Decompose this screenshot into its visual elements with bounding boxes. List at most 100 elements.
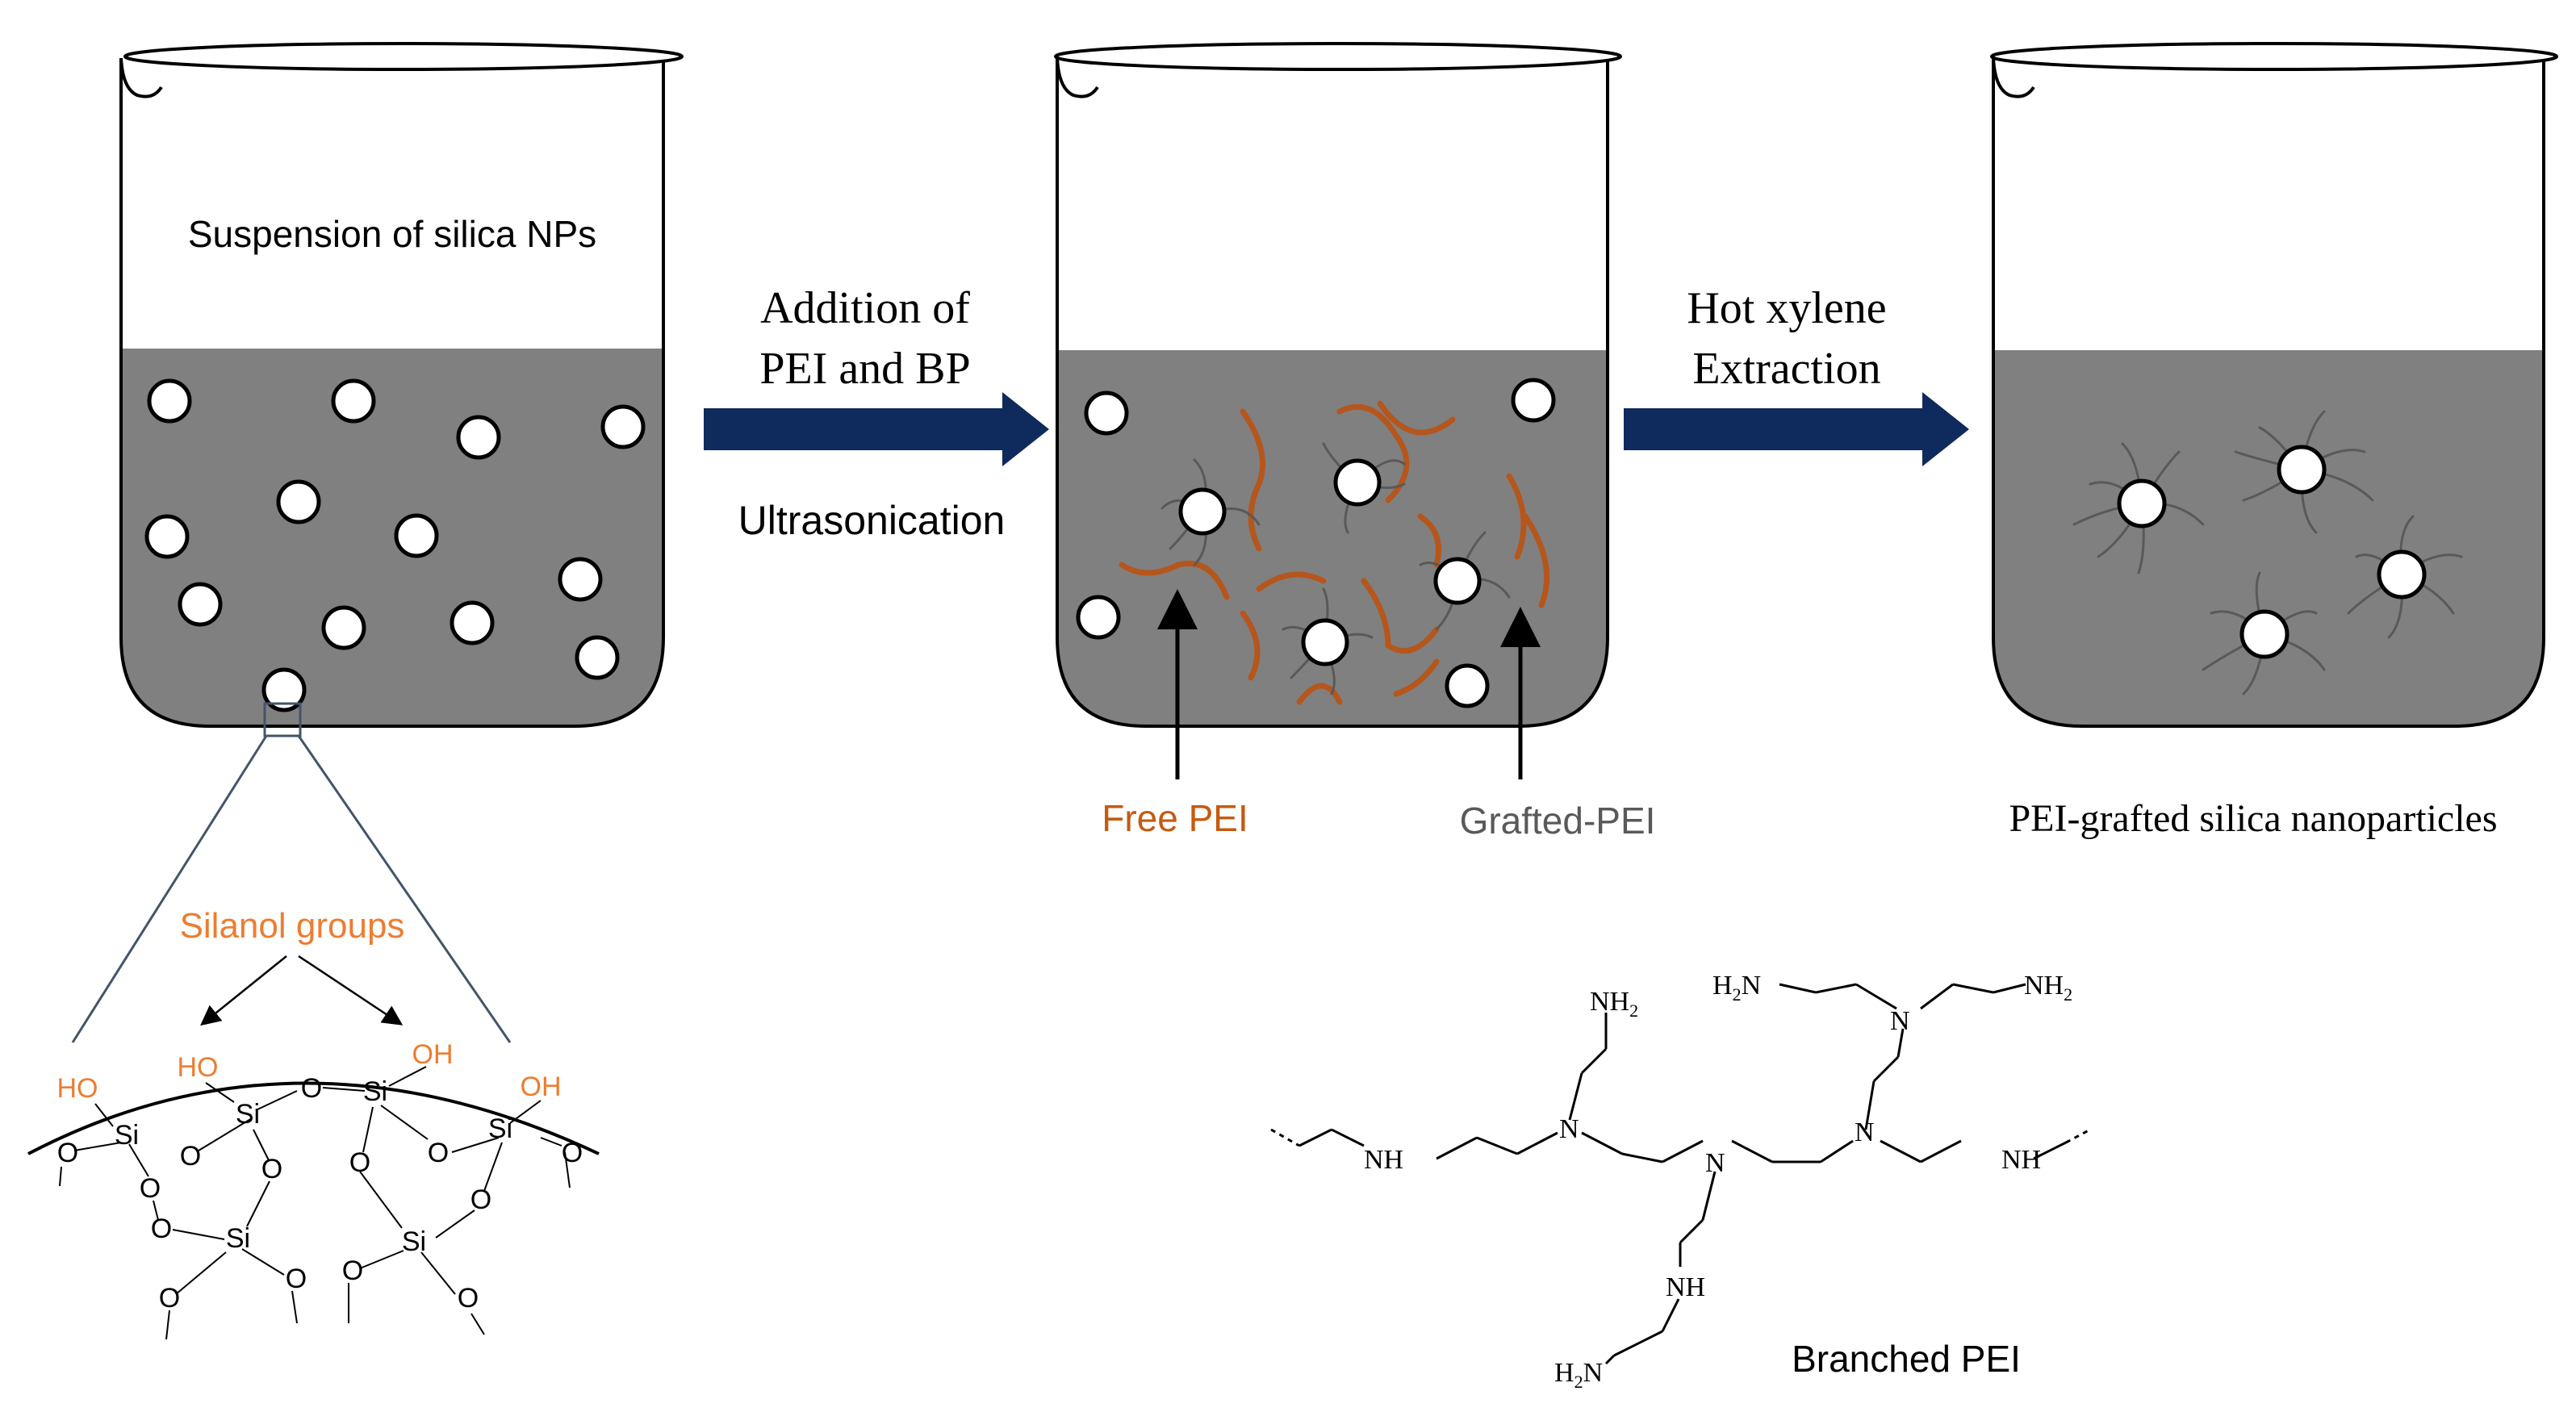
beaker-1: Suspension of silica NPs [71, 42, 684, 1043]
pei-grafted-silica-nanoparticle [2239, 609, 2290, 659]
oxygen-atom: O [342, 1255, 363, 1286]
silica-nanoparticle [331, 378, 376, 424]
grafted-pei-label: Grafted-PEI [1460, 800, 1656, 842]
beaker-2-outline [1056, 58, 1609, 728]
branched-pei-structure: NH N N N N NH NH NH2 NH2 H2N H2N Branche… [1270, 971, 2091, 1392]
free-pei-chain [1417, 513, 1441, 568]
oxygen-atom: O [349, 1147, 370, 1178]
amine-h2n: H2N [1712, 971, 1761, 1005]
step-1-line-1: Addition of [760, 283, 970, 333]
free-pei-chain [1336, 403, 1410, 503]
beaker-1-label: Suspension of silica NPs [188, 213, 596, 255]
silica-nanoparticle [450, 600, 495, 645]
step-2: Hot xylene Extraction [1624, 283, 1969, 466]
hydroxyl-label: OH [412, 1039, 454, 1070]
amine-n: N [1705, 1148, 1725, 1178]
beaker-2-rim [1054, 42, 1622, 71]
hydroxyl-label: HO [57, 1073, 98, 1104]
hydroxyl-label: HO [178, 1052, 219, 1083]
silanol-bonds [59, 1066, 571, 1340]
beaker-1-outline [119, 58, 665, 728]
silica-nanoparticle-grafted [1333, 458, 1382, 507]
step-1-line-2: PEI and BP [759, 344, 970, 394]
pei-bonds [1270, 983, 2091, 1365]
step-2-arrow [1624, 392, 1969, 466]
amine-nh: NH [1364, 1145, 1403, 1175]
free-pei-chain [1361, 578, 1440, 654]
oxygen-atom: O [562, 1138, 583, 1168]
zoom-box [263, 702, 302, 737]
free-pei-chain [1240, 610, 1261, 681]
step-2-line-1: Hot xylene [1687, 283, 1886, 333]
silicon-atom: Si [488, 1113, 512, 1144]
free-pei-chain [1240, 408, 1265, 552]
amine-h2n: H2N [1554, 1358, 1603, 1392]
oxygen-atom: O [180, 1141, 201, 1172]
pei-atoms: NH N N N N NH NH NH2 NH2 H2N H2N [1364, 971, 2072, 1392]
silicon-atom: Si [115, 1120, 139, 1151]
silica-nanoparticle [1445, 663, 1490, 708]
beaker-3-outline [1992, 58, 2545, 728]
silanol-title: Silanol groups [180, 906, 405, 946]
silica-nanoparticle [1076, 595, 1121, 640]
pei-grafted-silica-nanoparticle [2277, 445, 2327, 495]
silica-nanoparticle-grafted [1433, 557, 1482, 605]
free-pei-chain [1296, 683, 1343, 705]
oxygen-atom: O [470, 1184, 491, 1215]
free-pei-chain [1377, 400, 1456, 436]
silica-nanoparticle [178, 582, 223, 627]
free-pei-chain [1522, 513, 1550, 608]
silica-nanoparticle [144, 514, 190, 559]
silicon-atom: Si [402, 1226, 426, 1257]
beaker-3-rim [1990, 42, 2558, 71]
beaker-3: PEI-grafted silica nanoparticles [1990, 42, 2558, 840]
free-pei-chain [1256, 571, 1327, 592]
silanol-arrow-left [200, 955, 287, 1026]
amine-n: N [1890, 1006, 1910, 1036]
grafted-chains-3 [2072, 410, 2463, 696]
amine-nh2: NH2 [2024, 971, 2072, 1005]
beaker-3-liquid [1993, 350, 2544, 726]
amine-nh: NH [2001, 1145, 2041, 1175]
oxygen-atom: O [286, 1264, 307, 1294]
silanol-arrow-right [298, 955, 404, 1026]
beaker-2: Free PEI Grafted-PEI [1054, 42, 1656, 842]
silica-nanoparticle [1084, 391, 1129, 436]
step-1: Addition of PEI and BP Ultrasonication [704, 283, 1049, 543]
silica-nanoparticle [1511, 378, 1556, 423]
silica-surface-curve [27, 1081, 600, 1155]
pei-grafted-silica-nanoparticle [2377, 549, 2427, 599]
beaker-2-particles [1076, 378, 1556, 708]
oxygen-atom: O [57, 1138, 78, 1168]
silica-nanoparticle [276, 479, 321, 524]
silicon-atom: Si [236, 1099, 260, 1130]
oxygen-atom: O [261, 1154, 282, 1184]
silicon-atom: Si [226, 1223, 250, 1254]
silica-nanoparticle [456, 415, 501, 460]
silica-nanoparticle [147, 378, 192, 424]
oxygen-atom: O [301, 1073, 322, 1104]
hydroxyl-label: OH [521, 1072, 562, 1102]
amine-nh2: NH2 [1590, 987, 1638, 1021]
oxygen-atom: O [428, 1138, 449, 1168]
beaker-2-liquid [1057, 350, 1608, 726]
silica-nanoparticle-grafted [1178, 487, 1227, 536]
beaker-1-rim [123, 42, 684, 71]
silica-nanoparticle [394, 513, 439, 558]
beaker-1-spout [119, 57, 163, 98]
free-pei-chain [1393, 658, 1440, 697]
zoom-line-left [71, 735, 268, 1043]
oxygen-atom: O [458, 1283, 479, 1314]
oxygen-atom: O [140, 1173, 161, 1204]
beaker-1-particles [144, 378, 646, 712]
pei-grafted-silica-nanoparticle [2117, 478, 2167, 528]
free-pei-chains [1119, 400, 1550, 705]
silica-nanoparticle [321, 605, 366, 650]
beaker-3-label: PEI-grafted silica nanoparticles [2009, 797, 2497, 840]
zoom-line-right [297, 735, 512, 1043]
silanol-atoms: HO HO OH OH Si Si O Si Si O O O O O O O … [57, 1039, 583, 1314]
silica-nanoparticle-grafted [1301, 618, 1349, 666]
beaker-3-particles [2117, 445, 2427, 659]
beaker-1-liquid [121, 349, 663, 726]
silicon-atom: Si [363, 1076, 387, 1107]
